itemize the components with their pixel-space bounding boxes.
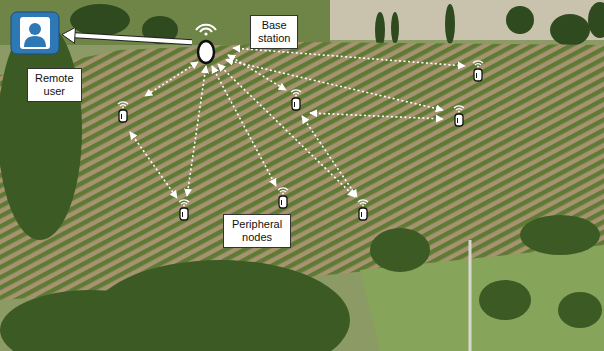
label-box: Peripheral nodes [223, 214, 291, 248]
base-station-symbol [194, 20, 218, 66]
node-label: Remote user [27, 68, 82, 102]
base-station-icon: Base station [194, 20, 218, 66]
node-label: Peripheral nodes [223, 214, 291, 248]
user-icon: Remote user [10, 11, 60, 55]
node-label: Base station [250, 15, 298, 49]
uplink-arrow [62, 27, 192, 43]
user-symbol [10, 11, 60, 55]
